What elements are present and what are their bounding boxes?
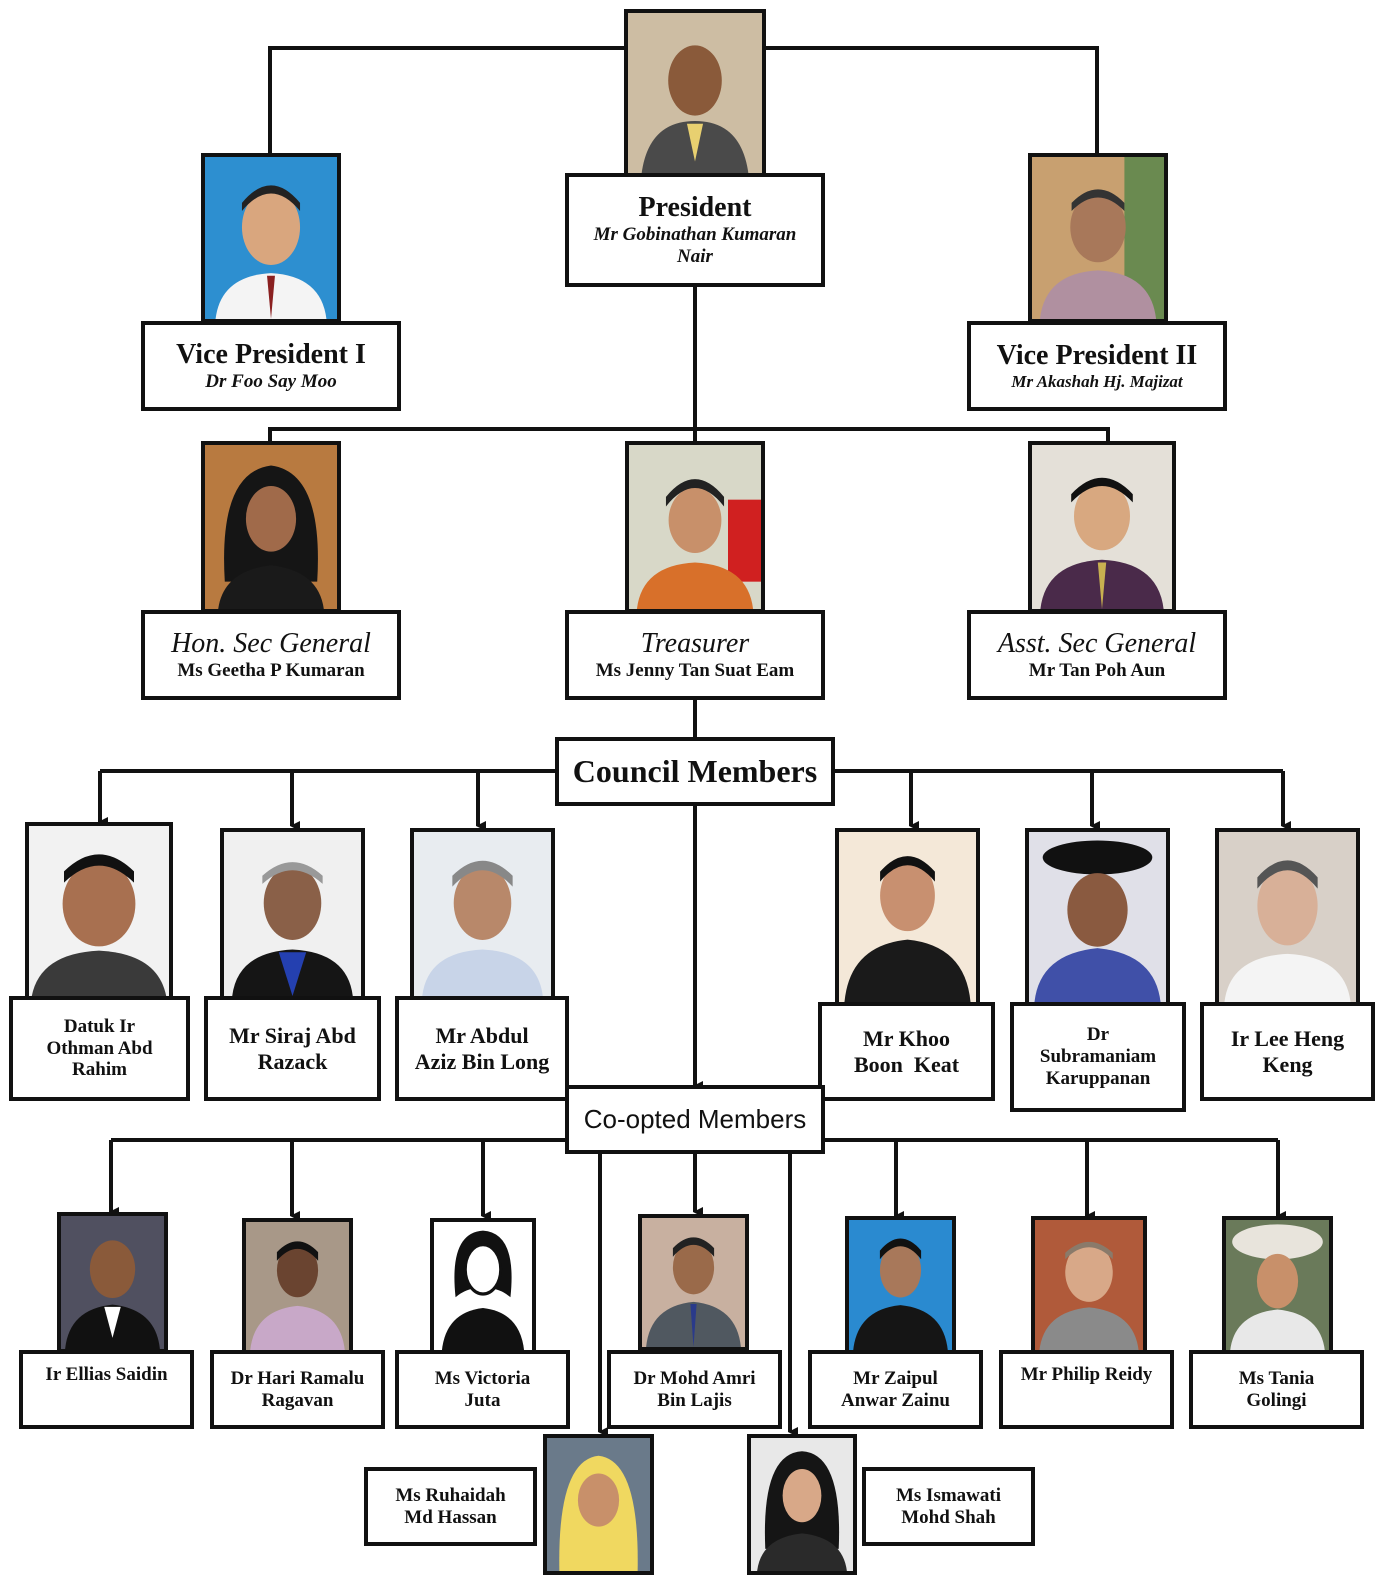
member-name-line: Mr Khoo [863, 1026, 950, 1052]
member-name-line: Aziz Bin Long [414, 1048, 550, 1074]
member-name-line: Golingi [1246, 1389, 1307, 1411]
member-name-line: Datuk Ir [63, 1015, 136, 1037]
vp2-name: Mr Akashah Hj. Majizat [1011, 372, 1183, 392]
member-name-line: Dr Mohd Amri [633, 1367, 756, 1389]
coopted-photo-4 [638, 1214, 749, 1351]
council-photo-4 [835, 828, 980, 1006]
member-name-line: Keng [1262, 1051, 1313, 1077]
vp1-box: Vice President I Dr Foo Say Moo [141, 321, 401, 411]
coopted-member-4: Dr Mohd Amri Bin Lajis [607, 1350, 782, 1429]
member-name-line: Ir Lee Heng [1230, 1026, 1345, 1052]
member-name-line: Mr Philip Reidy [1020, 1364, 1153, 1385]
coopted-photo-1 [57, 1212, 168, 1353]
member-name-line: Ms Tania [1238, 1367, 1315, 1389]
vp1-title: Vice President I [176, 338, 366, 370]
coopted-photo-5 [845, 1216, 956, 1355]
member-name-line: Ms Ruhaidah [395, 1484, 506, 1506]
council-member-3: Mr Abdul Aziz Bin Long [395, 996, 569, 1101]
member-name-line: Md Hassan [404, 1506, 497, 1528]
council-photo-5 [1025, 828, 1170, 1006]
member-name-line: Dr [1086, 1024, 1110, 1046]
treasurer-photo [625, 441, 765, 613]
council-members-title: Council Members [572, 753, 818, 790]
coopted-photo-2 [242, 1218, 353, 1355]
hon-sec-name: Ms Geetha P Kumaran [177, 660, 365, 682]
member-name-line: Ms Victoria [434, 1367, 531, 1389]
member-name-line: Razack [257, 1048, 328, 1074]
coopted-member-1: Ir Ellias Saidin [19, 1350, 194, 1429]
member-name-line: Othman Abd [46, 1037, 153, 1059]
coopted-photo-8 [543, 1434, 654, 1575]
vp2-box: Vice President II Mr Akashah Hj. Majizat [967, 321, 1227, 411]
coopted-photo-7 [1222, 1216, 1333, 1355]
member-name-line: Mr Zaipul [853, 1367, 938, 1389]
member-name-line: Mr Abdul [435, 1023, 529, 1049]
asst-sec-name: Mr Tan Poh Aun [1028, 660, 1166, 682]
coopted-member-7: Ms Tania Golingi [1189, 1350, 1364, 1429]
member-name-line: Dr Hari Ramalu [230, 1367, 365, 1389]
hon-sec-box: Hon. Sec General Ms Geetha P Kumaran [141, 610, 401, 700]
coopted-photo-3 [430, 1218, 536, 1355]
coopted-member-6: Mr Philip Reidy [999, 1350, 1174, 1429]
council-members-header: Council Members [555, 737, 835, 806]
member-name-line: Ragavan [261, 1389, 334, 1411]
council-member-5: Dr Subramaniam Karuppanan [1010, 1002, 1186, 1112]
treasurer-name: Ms Jenny Tan Suat Eam [595, 660, 795, 682]
president-name-line1: Mr Gobinathan Kumaran [593, 224, 797, 246]
coopted-member-9: Ms Ismawati Mohd Shah [862, 1467, 1035, 1546]
president-box: President Mr Gobinathan Kumaran Nair [565, 173, 825, 287]
member-name-line: Ms Ismawati [895, 1484, 1002, 1506]
vp1-name: Dr Foo Say Moo [205, 371, 337, 393]
council-photo-1 [25, 822, 173, 1000]
member-name-line: Anwar Zainu [841, 1389, 950, 1411]
coopted-member-8: Ms Ruhaidah Md Hassan [364, 1467, 537, 1546]
member-name-line: Juta [464, 1389, 501, 1411]
council-member-2: Mr Siraj Abd Razack [204, 996, 381, 1101]
hon-sec-title: Hon. Sec General [171, 627, 371, 659]
coopted-photo-9 [747, 1434, 857, 1575]
asst-sec-box: Asst. Sec General Mr Tan Poh Aun [967, 610, 1227, 700]
coopted-photo-6 [1031, 1216, 1147, 1355]
treasurer-title: Treasurer [640, 627, 750, 659]
member-name-line: Bin Lajis [657, 1389, 732, 1411]
member-name-line: Subramaniam [1039, 1046, 1157, 1068]
asst-sec-title: Asst. Sec General [997, 627, 1197, 659]
council-member-4: Mr Khoo Boon Keat [818, 1002, 995, 1101]
member-name-line: Boon Keat [853, 1051, 960, 1077]
member-name-line: Mr Siraj Abd [229, 1023, 356, 1049]
coopted-member-5: Mr Zaipul Anwar Zainu [808, 1350, 983, 1429]
member-name-line: Mohd Shah [901, 1506, 996, 1528]
asst-sec-photo [1028, 441, 1176, 613]
council-member-6: Ir Lee Heng Keng [1200, 1002, 1375, 1101]
member-name-line: Karuppanan [1045, 1067, 1151, 1089]
coopted-members-header: Co-opted Members [565, 1085, 825, 1154]
member-name-line: Ir Ellias Saidin [45, 1364, 168, 1385]
president-title: President [638, 192, 752, 224]
vp1-photo [201, 153, 341, 323]
council-member-1: Datuk Ir Othman Abd Rahim [9, 996, 190, 1101]
coopted-member-2: Dr Hari Ramalu Ragavan [210, 1350, 385, 1429]
president-name-line2: Nair [677, 246, 713, 268]
coopted-member-3: Ms Victoria Juta [395, 1350, 570, 1429]
treasurer-box: Treasurer Ms Jenny Tan Suat Eam [565, 610, 825, 700]
hon-sec-photo [201, 441, 341, 613]
president-photo [624, 9, 766, 179]
council-photo-6 [1215, 828, 1360, 1006]
vp2-title: Vice President II [996, 340, 1198, 372]
coopted-members-title: Co-opted Members [583, 1103, 807, 1134]
member-name-line: Rahim [72, 1059, 127, 1081]
council-photo-3 [410, 828, 555, 1000]
vp2-photo [1028, 153, 1168, 323]
council-photo-2 [220, 828, 365, 1000]
